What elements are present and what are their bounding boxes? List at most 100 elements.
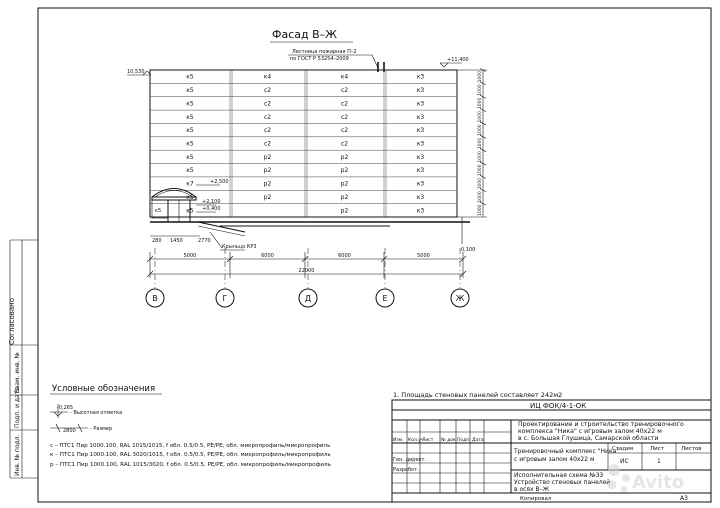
legend-item-r: р – ПТС1 Пир 1000.100, RAL 1015/3020, f … — [50, 462, 331, 468]
legend-mark-value: -0,265 — [57, 405, 73, 411]
object-line-2: с игровым залом 40х22 м — [514, 456, 595, 463]
panel-label: р2 — [341, 181, 349, 188]
doc-code: ИЦ ФОК/4-1-ОК — [530, 402, 586, 410]
axis-bubble — [450, 288, 470, 308]
panel-label: к3 — [417, 127, 425, 134]
panel-label: с2 — [264, 127, 271, 134]
panel-label: к3 — [417, 114, 425, 121]
level-canopy-mid: +2,100 — [202, 199, 221, 205]
panel-label: к5 — [186, 114, 194, 121]
svg-text:10,530: 10,530 — [127, 69, 145, 75]
panel-label: р2 — [341, 154, 349, 161]
axis-bubble — [298, 288, 318, 308]
title-block: ИЦ ФОК/4-1-ОК Проектирование и строитель… — [391, 399, 712, 503]
panel-label: к3 — [417, 207, 425, 214]
panel-label: к3 — [417, 74, 425, 81]
level-top-left: 10,530 — [127, 69, 152, 76]
axis-label: Е — [382, 294, 387, 303]
span-dim-value: 6000 — [261, 253, 274, 259]
sheet-title-1: Исполнительная схема №33 — [514, 472, 603, 479]
panel-label: р2 — [264, 167, 272, 174]
legend-item-c: с – ПТС1 Пир 1000.100, RAL 1015/1015, f … — [50, 443, 330, 449]
col-sign: Подп. — [457, 437, 471, 443]
panel-label: к3 — [417, 100, 425, 107]
avito-watermark: Avito — [607, 464, 684, 493]
ladder-note-1: Лестница пожарная П–2 — [292, 49, 357, 55]
level-top-right: +11,400 — [439, 57, 469, 68]
ladder-callout: Лестница пожарная П–2 по ГОСТ Р 53254–20… — [288, 49, 385, 72]
right-dim-value: 1000 — [477, 98, 483, 110]
sheets-header: Листов — [681, 446, 702, 452]
right-dim-value: 1000 — [477, 191, 483, 203]
side-stamp: Согласовано Взам. инв. № Подп. и дата Ин… — [8, 239, 38, 479]
panel-label: к3 — [417, 141, 425, 148]
sheet-value: 1 — [657, 458, 661, 465]
svg-text:+11,400: +11,400 — [447, 57, 469, 63]
col-doc: № док — [441, 437, 456, 443]
legend-title: Условные обозначения — [52, 384, 155, 394]
stamp-agreed: Согласовано — [8, 298, 16, 345]
right-dim-value: 1000 — [477, 151, 483, 163]
stamp-sign-date: Подп. и дата — [14, 387, 21, 428]
panel-label: с2 — [264, 114, 271, 121]
axis-bubble — [375, 288, 395, 308]
level-ground: 0,100 — [461, 247, 475, 253]
panel-label: с2 — [264, 100, 271, 107]
panel-label: к3 — [417, 181, 425, 188]
panel-label: р2 — [264, 154, 272, 161]
sheet-title-3: в осях В–Ж — [514, 486, 550, 493]
total-dim-value: 22000 — [299, 268, 315, 274]
entrance-dim-2: 1450 — [170, 238, 183, 244]
stage-value: ИС — [620, 458, 629, 465]
panel-label: к5 — [186, 74, 194, 81]
sheet-header: Лист — [650, 446, 665, 452]
panel-label: к3 — [417, 87, 425, 94]
right-dim-value: 1000 — [477, 111, 483, 123]
col-izm: Изм. — [393, 437, 404, 443]
facade-title: Фасад В–Ж — [272, 28, 337, 41]
entrance-dim-1: 280 — [152, 238, 162, 244]
panel-label: с2 — [341, 141, 348, 148]
col-kol: Кол.уч — [408, 437, 424, 443]
panel-label: к5 — [186, 87, 194, 94]
panel-label: к5 — [186, 100, 194, 107]
legend-size-text: - Размер — [90, 426, 112, 432]
project-line-2: комплекса "Ника" с игровым залом 40х22 м — [518, 428, 662, 435]
panel-label: к7 — [186, 181, 194, 188]
panel-label: к5 — [186, 154, 194, 161]
panel-label: к4 — [264, 74, 272, 81]
ramp-note: Крыльцо КР3 — [222, 244, 257, 250]
role-developer: Разработ. — [393, 467, 419, 473]
right-dim-value: 1000 — [477, 84, 483, 96]
role-director: Ген. директ. — [393, 457, 426, 463]
right-dim-value: 1000 — [477, 164, 483, 176]
col-date: Дата — [472, 437, 484, 443]
panel-label: р2 — [341, 167, 349, 174]
sheet-frame — [37, 7, 712, 503]
span-dim-value: 6000 — [338, 253, 351, 259]
panel-label: к3 — [417, 154, 425, 161]
panel-label: р2 — [264, 181, 272, 188]
span-dim-value: 5000 — [184, 253, 197, 259]
right-dim-value: 1000 — [477, 124, 483, 136]
panel-label: р2 — [341, 194, 349, 201]
format-label: А3 — [680, 495, 688, 502]
copied-label: Копировал — [520, 496, 552, 502]
panel-label: с2 — [264, 87, 271, 94]
col-list: Лист — [422, 437, 434, 443]
right-dimension-chain: 1000100010001000100010001000100010001000… — [457, 68, 487, 244]
object-line-1: Тренировочный комплекс "Ника" — [513, 448, 619, 455]
level-floor: +0,400 — [202, 206, 221, 212]
ladder-note-2: по ГОСТ Р 53254–2009 — [290, 56, 349, 62]
project-line-1: Проектирование и строительство тренирово… — [518, 421, 684, 428]
watermark-text: Avito — [632, 472, 684, 493]
panel-label: с2 — [341, 127, 348, 134]
panel-label: к5 — [186, 141, 194, 148]
legend-mark-text: - Высотная отметка — [70, 410, 122, 416]
legend-size-value: 2800 — [63, 428, 76, 434]
panel-label: с2 — [264, 141, 271, 148]
